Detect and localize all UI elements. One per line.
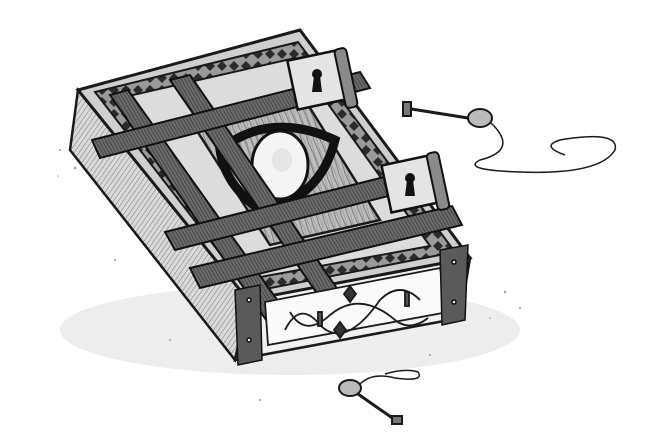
straps [90,70,464,342]
key-with-string-right [402,101,617,174]
padlock-top [285,47,359,112]
key-with-string-bottom [338,369,420,425]
cover-emblem [215,122,341,215]
corner-brackets [234,244,469,366]
padlock-right [380,151,451,214]
